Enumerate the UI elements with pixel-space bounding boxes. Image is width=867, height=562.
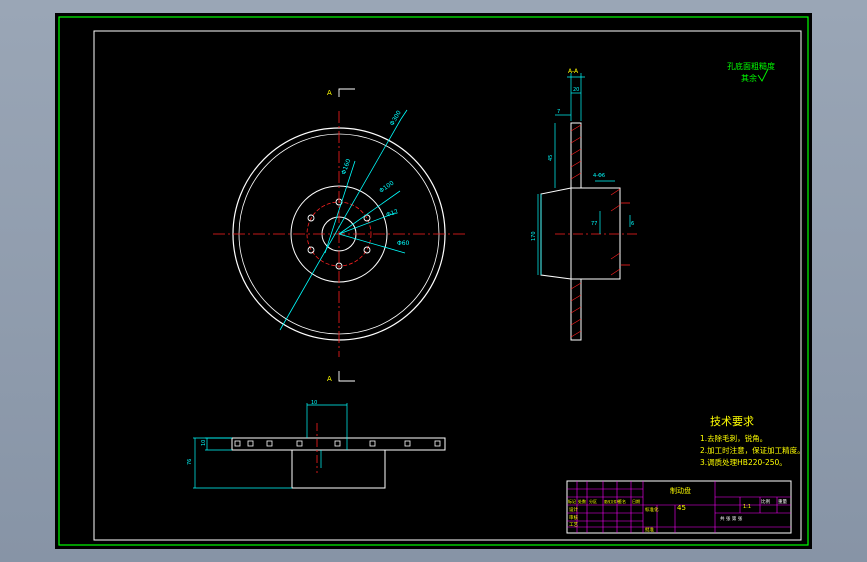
bottom-hub bbox=[291, 449, 386, 489]
dim-hole-dia: Φ12 bbox=[385, 208, 399, 219]
title-header-count: 处数 bbox=[578, 498, 586, 504]
technical-notes: 技术要求 1.去除毛刺，锐角。 2.加工时注意，保证加工精度。 3.调质处理HB… bbox=[700, 415, 805, 467]
section-marker-top bbox=[338, 88, 355, 97]
title-material: 45 bbox=[677, 504, 686, 512]
side-center-lines bbox=[555, 202, 640, 266]
section-marker-bottom bbox=[338, 371, 355, 382]
bottom-slots bbox=[234, 440, 441, 447]
dim-bottom-width: 10 bbox=[311, 400, 317, 406]
title-row-standard: 标准化 bbox=[645, 506, 659, 513]
title-row-review: 审核 bbox=[569, 514, 578, 521]
title-row-process: 工艺 bbox=[569, 522, 578, 528]
dim-side-rim: 45 bbox=[548, 155, 554, 161]
notes-line-2: 2.加工时注意，保证加工精度。 bbox=[700, 445, 805, 455]
title-scale-label: 比例 bbox=[761, 498, 770, 505]
notes-heading: 技术要求 bbox=[710, 415, 754, 428]
title-sheet-label: 共 张 第 张 bbox=[720, 515, 743, 522]
dim-side-hub: 77 bbox=[591, 221, 597, 227]
side-view: A-A 20 7 45 170 4-Φ6 77 6 bbox=[531, 68, 640, 341]
notes-line-1: 1.去除毛刺，锐角。 bbox=[700, 433, 767, 443]
front-dimension-lines bbox=[279, 109, 408, 331]
bolt-hole bbox=[363, 214, 371, 222]
bolt-hole bbox=[363, 246, 371, 254]
title-part-name: 制动盘 bbox=[670, 486, 691, 495]
title-header-doc: 更改文件号 bbox=[604, 499, 620, 504]
section-mark-bottom: A bbox=[327, 375, 332, 383]
roughness-symbol bbox=[757, 68, 769, 82]
title-row-design: 设计 bbox=[569, 506, 578, 513]
drawing-frame bbox=[93, 30, 802, 541]
cad-drawing: Φ300 Φ100 Φ12 Φ60 Φ160 A A bbox=[58, 16, 809, 546]
title-header-sign: 签名 bbox=[618, 498, 626, 504]
bottom-dimension-lines bbox=[193, 403, 348, 489]
sheet-border bbox=[58, 16, 809, 546]
bottom-plate bbox=[231, 437, 446, 451]
cad-viewport[interactable]: Φ300 Φ100 Φ12 Φ60 Φ160 A A bbox=[55, 13, 812, 549]
title-ratio: 1:1 bbox=[743, 504, 751, 510]
dim-side-height: 170 bbox=[531, 231, 537, 241]
dim-pcd: Φ100 bbox=[378, 180, 395, 195]
dim-bottom-small: 10 bbox=[201, 440, 207, 446]
dim-side-chamfer: 4-Φ6 bbox=[593, 173, 605, 179]
title-header-zone: 分区 bbox=[589, 498, 597, 504]
front-view: Φ300 Φ100 Φ12 Φ60 Φ160 A A bbox=[213, 88, 465, 383]
bolt-hole bbox=[307, 246, 315, 254]
section-label: A-A bbox=[568, 68, 579, 75]
dim-side-thick: 20 bbox=[573, 87, 579, 93]
dim-bottom-height: 76 bbox=[187, 459, 193, 465]
dim-side-offset: 7 bbox=[557, 109, 560, 115]
title-header-mark: 标记 bbox=[568, 498, 576, 504]
roughness-note-line2: 其余 bbox=[741, 73, 757, 83]
title-header-date: 日期 bbox=[632, 498, 640, 504]
dim-bore-dia: Φ60 bbox=[397, 240, 410, 247]
title-block: 制动盘 45 1:1 比例 重量 共 张 第 张 设计 审核 工艺 标准化 批准… bbox=[566, 480, 792, 534]
roughness-note-line1: 孔底面粗糙度 bbox=[727, 61, 775, 71]
bottom-view: 10 76 10 bbox=[187, 400, 446, 489]
title-row-approve: 批准 bbox=[645, 526, 654, 533]
title-weight-label: 重量 bbox=[778, 498, 787, 505]
dim-hub-dia: Φ160 bbox=[340, 158, 352, 176]
side-dimension-lines bbox=[537, 73, 631, 275]
side-hatch bbox=[570, 124, 621, 338]
bolt-hole bbox=[335, 262, 343, 270]
dim-outer-dia: Φ300 bbox=[389, 109, 403, 127]
section-mark-top: A bbox=[327, 89, 332, 97]
bolt-hole bbox=[307, 214, 315, 222]
notes-line-3: 3.调质处理HB220-250。 bbox=[700, 457, 787, 467]
dim-side-small: 6 bbox=[631, 221, 634, 227]
